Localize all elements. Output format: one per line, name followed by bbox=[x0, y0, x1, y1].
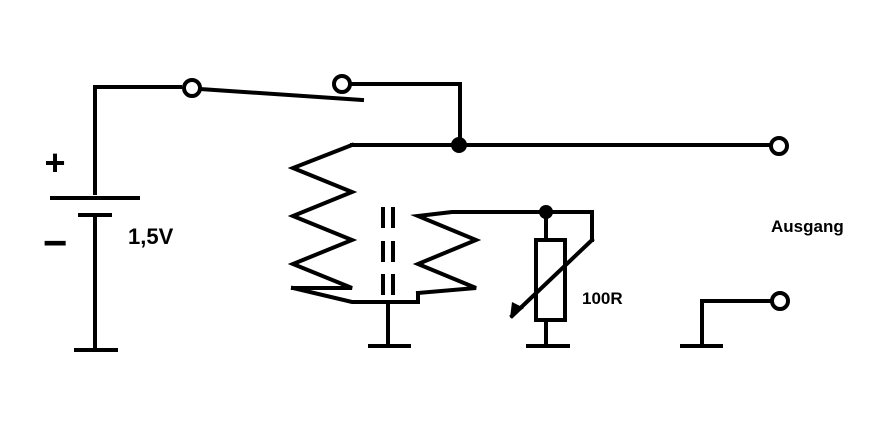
output-label: Ausgang bbox=[771, 217, 844, 236]
transformer-core bbox=[381, 207, 395, 295]
battery: + − 1,5V bbox=[43, 85, 182, 352]
output-ground-wire bbox=[700, 299, 774, 347]
battery-positive-wire bbox=[93, 85, 182, 195]
voltage-label: 1,5V bbox=[128, 224, 174, 249]
resistor-label: 100R bbox=[582, 289, 623, 308]
junction-node-top bbox=[451, 137, 467, 153]
transformer bbox=[287, 137, 772, 348]
switch bbox=[182, 74, 462, 147]
minus-sign: − bbox=[43, 219, 68, 266]
primary-coil bbox=[287, 142, 358, 290]
switch-output-wire bbox=[348, 82, 462, 147]
plus-sign: + bbox=[44, 142, 65, 183]
variable-resistor: 100R bbox=[509, 205, 623, 348]
output-terminals: Ausgang bbox=[680, 136, 844, 348]
coil-bottom-join bbox=[290, 285, 420, 304]
output-terminal-top bbox=[769, 136, 789, 156]
secondary-coil bbox=[410, 210, 548, 296]
wiper-arrow-line bbox=[509, 237, 595, 319]
resistor-top-wire bbox=[544, 210, 594, 242]
wiper-arrow-icon bbox=[510, 302, 524, 318]
switch-lever bbox=[197, 86, 365, 103]
resistor-body bbox=[534, 238, 567, 322]
